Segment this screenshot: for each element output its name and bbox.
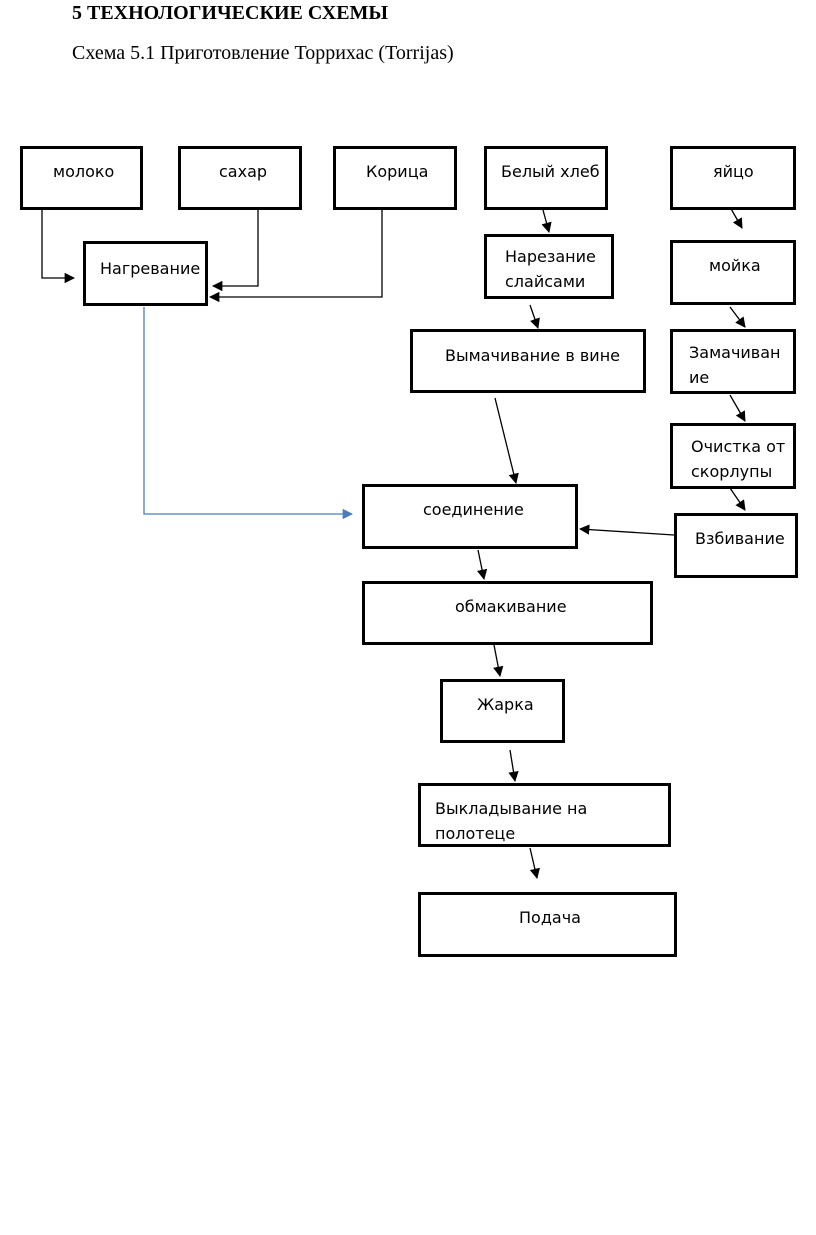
node-dipping: обмакивание [362,581,653,645]
arrow-egg-washing [729,206,743,229]
node-whisking: Взбивание [674,513,798,578]
arrow-heating-combining [143,307,354,520]
node-label: яйцо [713,162,754,181]
arrow-cinnamon-heating [208,210,383,303]
node-label: Нарезание слайсами [505,247,596,291]
arrow-washing-soaking [729,306,746,328]
arrow-combining-dipping [477,549,488,581]
node-label: Вымачивание в вине [445,346,621,365]
node-label: Замачивание [689,343,781,387]
node-serving: Подача [418,892,677,957]
node-milk: молоко [20,146,143,210]
arrow-soaking-peeling [729,394,746,422]
arrow-soaking-wine-combining [494,397,519,485]
node-frying: Жарка [440,679,565,743]
node-label: Белый хлеб [501,162,600,181]
node-label: мойка [709,256,761,275]
node-washing: мойка [670,240,796,305]
node-label: Выкладывание на полотеце [435,799,588,843]
node-cinnamon: Корица [333,146,457,210]
arrow-whisking-combining [578,524,675,536]
node-label: Жарка [477,695,534,714]
node-slicing: Нарезание слайсами [484,234,614,299]
arrow-bread-slicing [541,209,552,234]
node-label: соединение [423,500,524,519]
arrow-slicing-soaking-wine [529,304,540,329]
node-label: молоко [53,162,115,181]
page-title: 5 ТЕХНОЛОГИЧЕСКИЕ СХЕМЫ [72,2,389,24]
node-label: Очистка от скорлупы [691,437,786,481]
node-label: обмакивание [455,597,567,616]
node-label: Нагревание [100,259,201,278]
node-plating: Выкладывание на полотеце [418,783,671,847]
arrow-plating-serving [529,847,540,880]
node-soaking: Замачивание [670,329,796,394]
node-soaking-wine: Вымачивание в вине [410,329,646,393]
arrow-milk-heating [41,210,76,284]
arrow-peeling-whisking [729,487,746,511]
node-label: сахар [219,162,268,181]
arrow-dipping-frying [493,644,504,678]
node-egg: яйцо [670,146,796,210]
node-combining: соединение [362,484,578,549]
node-label: Взбивание [695,529,785,548]
node-sugar: сахар [178,146,302,210]
node-heating: Нагревание [83,241,208,306]
arrow-frying-plating [508,749,519,783]
node-peeling: Очистка от скорлупы [670,423,796,489]
node-label: Подача [519,908,581,927]
arrow-sugar-heating [211,210,259,292]
scheme-title: Схема 5.1 Приготовление Торрихас (Torrij… [72,42,454,64]
node-label: Корица [366,162,429,181]
node-white-bread: Белый хлеб [484,146,608,210]
